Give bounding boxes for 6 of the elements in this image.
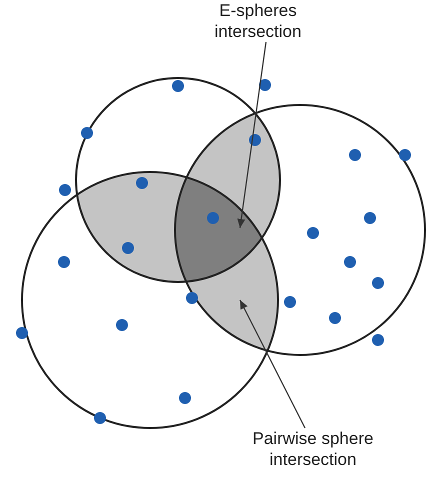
leader-line <box>237 42 267 228</box>
annotation-text: Pairwise sphere intersection <box>228 428 398 470</box>
annotation-text: E-spheres intersection <box>198 0 318 42</box>
leader-line <box>239 300 306 428</box>
intersection-region <box>175 178 278 350</box>
intersection-region <box>175 178 262 282</box>
